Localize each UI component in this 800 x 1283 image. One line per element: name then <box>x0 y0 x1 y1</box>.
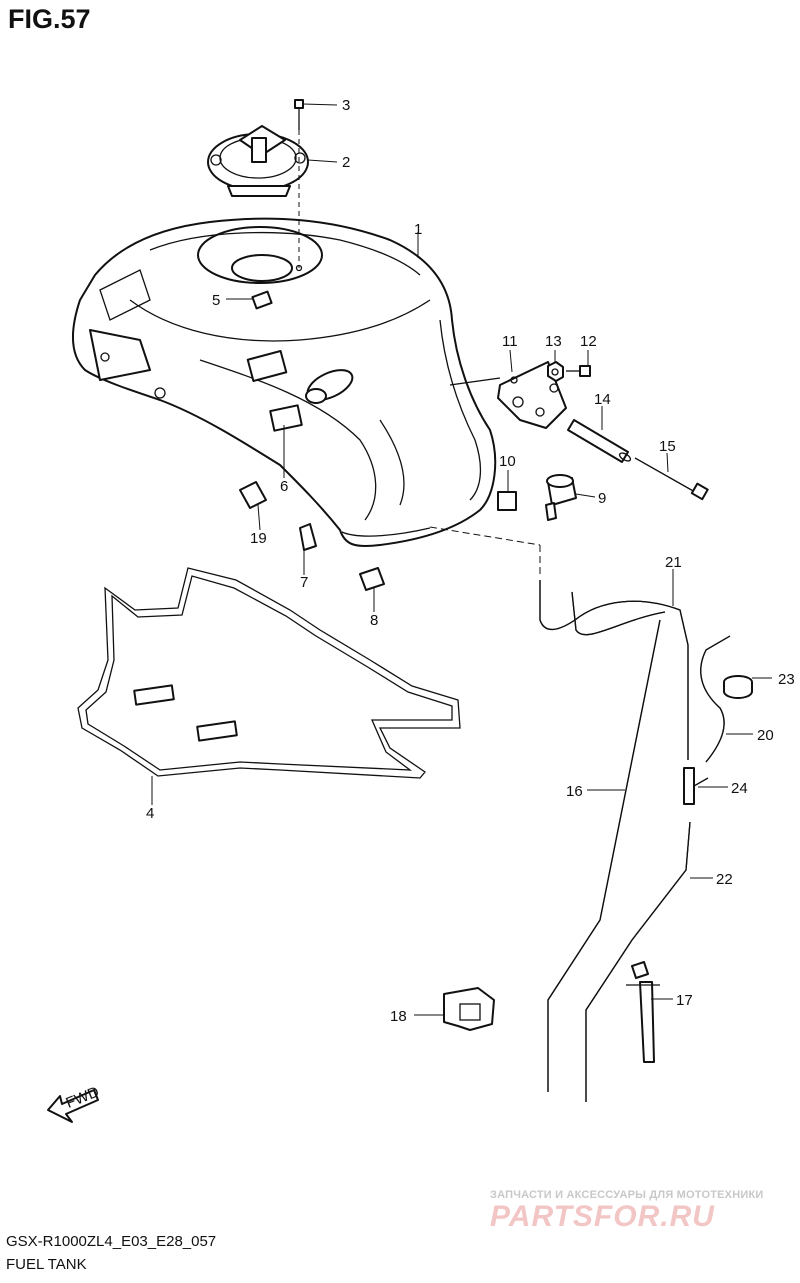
collar[interactable] <box>567 419 632 463</box>
callout-19: 19 <box>250 530 267 547</box>
seal-4[interactable] <box>77 567 461 779</box>
callout-8: 8 <box>370 612 378 629</box>
model-code: GSX-R1000ZL4_E03_E28_057 <box>6 1233 217 1250</box>
hose-16[interactable] <box>547 619 661 1092</box>
figure-caption: FUEL TANK <box>6 1256 87 1273</box>
callout-10: 10 <box>499 453 516 470</box>
watermark-tagline: ЗАПЧАСТИ И АКСЕССУАРЫ ДЛЯ МОТОТЕХНИКИ <box>490 1189 764 1201</box>
callout-13: 13 <box>545 333 562 350</box>
callout-23: 23 <box>778 671 795 688</box>
hose-20[interactable] <box>700 635 731 763</box>
callout-16: 16 <box>566 783 583 800</box>
holder-18[interactable] <box>443 987 495 1031</box>
callout-24: 24 <box>731 780 748 797</box>
callout-12: 12 <box>580 333 597 350</box>
callout-21: 21 <box>665 554 682 571</box>
cap-23[interactable] <box>723 675 753 699</box>
bolt[interactable] <box>294 99 304 130</box>
fuel-tank[interactable] <box>72 217 497 548</box>
callout-18: 18 <box>390 1008 407 1025</box>
leader-lines <box>151 103 772 1016</box>
callout-15: 15 <box>659 438 676 455</box>
screw[interactable] <box>566 365 591 377</box>
callout-labels: 3 2 1 5 6 19 7 8 11 13 12 14 15 10 9 4 2… <box>146 97 795 1025</box>
nut[interactable] <box>547 361 564 382</box>
callout-7: 7 <box>300 574 308 591</box>
hose-22[interactable] <box>585 821 691 1102</box>
callout-22: 22 <box>716 871 733 888</box>
grommet-8[interactable] <box>359 567 385 591</box>
callout-9: 9 <box>598 490 606 507</box>
pad[interactable] <box>251 290 273 310</box>
cushion-19[interactable] <box>239 481 267 509</box>
callout-5: 5 <box>212 292 220 309</box>
fuel-cap[interactable] <box>207 125 309 197</box>
bracket[interactable] <box>449 361 567 429</box>
clamp-17[interactable] <box>626 961 660 1063</box>
callout-3: 3 <box>342 97 350 114</box>
sensor[interactable] <box>545 474 577 521</box>
fwd-arrow-icon: FWD <box>47 1083 102 1123</box>
callout-2: 2 <box>342 154 350 171</box>
joint-24[interactable] <box>683 767 709 805</box>
callout-17: 17 <box>676 992 693 1009</box>
hose-21[interactable] <box>539 580 689 760</box>
callout-1: 1 <box>414 221 422 238</box>
callout-20: 20 <box>757 727 774 744</box>
watermark-logo: PARTSFOR.RU <box>490 1200 715 1233</box>
callout-4: 4 <box>146 805 154 822</box>
damper-7[interactable] <box>299 523 317 551</box>
long-bolt[interactable] <box>634 457 709 501</box>
figure-title: FIG.57 <box>8 4 91 34</box>
rubber-pad[interactable] <box>497 491 517 511</box>
callout-14: 14 <box>594 391 611 408</box>
callout-11: 11 <box>502 333 518 350</box>
callout-6: 6 <box>280 478 288 495</box>
